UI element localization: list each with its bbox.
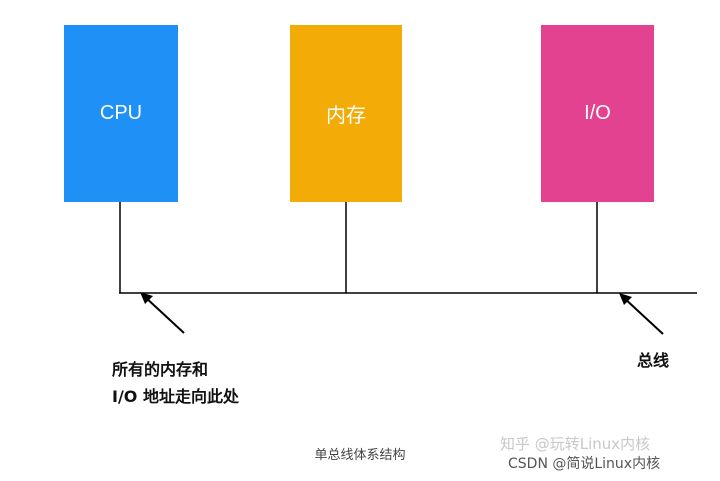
address-arrow [140,292,185,334]
cpu-block: CPU [64,25,178,202]
memory-label: 内存 [326,105,366,127]
address-annotation: 所有的内存和 I/O 地址走向此处 [112,356,239,410]
bus-arrow [619,293,664,335]
address-annotation-line1: 所有的内存和 [112,360,209,379]
bus-annotation: 总线 [637,351,670,370]
diagram-caption: 单总线体系结构 [314,448,406,463]
address-annotation-line2: I/O 地址走向此处 [112,387,239,406]
csdn-watermark: CSDN @简说Linux内核 [508,456,661,472]
cpu-label: CPU [99,102,143,124]
zhihu-watermark: 知乎 @玩转Linux内核 [500,435,651,453]
memory-block: 内存 [290,25,402,202]
io-label: I/O [584,102,611,124]
io-block: I/O [541,25,654,202]
